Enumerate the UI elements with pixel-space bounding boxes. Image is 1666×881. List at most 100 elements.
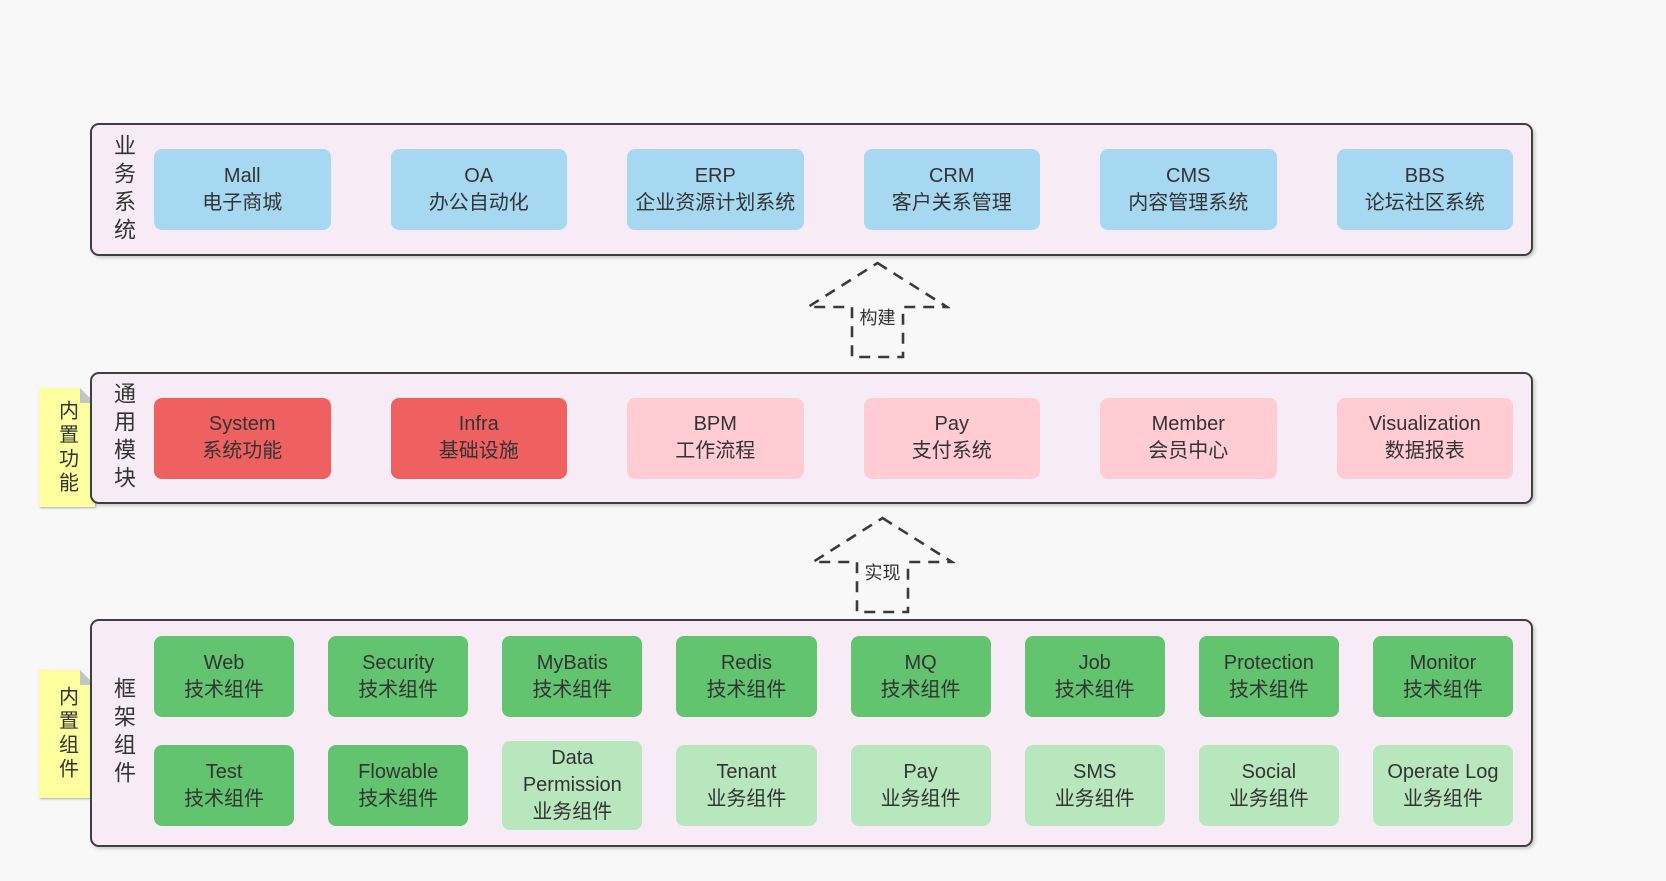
box-components-protection: Protection 技术组件 (1198, 636, 1339, 717)
module-desc: 论坛社区系统 (1364, 191, 1485, 214)
module-desc: 技术组件 (358, 678, 439, 701)
module-name: CRM (928, 164, 975, 187)
module-name: ERP (694, 164, 736, 187)
box-components-web: Web 技术组件 (154, 636, 295, 717)
module-desc: 技术组件 (880, 678, 961, 701)
box-components-flowable: Flowable 技术组件 (328, 745, 469, 826)
box-components-mybatis: MyBatis 技术组件 (502, 636, 643, 717)
module-desc: 技术组件 (184, 787, 265, 810)
module-name: System (208, 413, 276, 435)
module-desc: 业务组件 (880, 787, 961, 810)
module-name: Pay (903, 760, 938, 783)
box-business-cms: CMS 内容管理系统 (1100, 149, 1277, 230)
module-desc: 业务组件 (1402, 787, 1483, 810)
module-desc: 数据报表 (1384, 440, 1465, 462)
build-arrow: 构建 (805, 260, 950, 360)
box-modules-member: Member 会员中心 (1100, 397, 1277, 479)
module-name: Flowable (358, 760, 439, 783)
module-name: BPM (693, 413, 737, 435)
box-components-social: Social 业务组件 (1198, 745, 1339, 826)
modules-panel-title: 通用模块 (111, 382, 136, 494)
box-components-tenant: Tenant 业务组件 (676, 745, 817, 826)
module-name: Social (1241, 760, 1297, 783)
module-desc: 技术组件 (1402, 678, 1483, 701)
module-name: MyBatis (536, 651, 608, 674)
module-name: Redis (720, 651, 772, 674)
module-name: CMS (1166, 164, 1211, 187)
module-name: Visualization (1368, 413, 1481, 435)
box-components-pay: Pay 业务组件 (850, 745, 991, 826)
module-name: Protection (1223, 651, 1314, 674)
module-desc: 支付系统 (911, 440, 992, 462)
business-systems-panel: 业务系统 Mall 电子商城 OA 办公自动化 ERP 企业资源计划系统 CRM… (90, 123, 1533, 256)
business-boxes-row: Mall 电子商城 OA 办公自动化 ERP 企业资源计划系统 CRM 客户关系… (154, 149, 1531, 230)
module-name: Tenant (716, 760, 777, 783)
build-arrow-shape (805, 261, 950, 359)
box-components-redis: Redis 技术组件 (676, 636, 817, 717)
module-desc: 企业资源计划系统 (635, 191, 796, 214)
box-business-crm: CRM 客户关系管理 (863, 149, 1040, 230)
box-business-oa: OA 办公自动化 (390, 149, 567, 230)
module-desc: 系统功能 (202, 440, 283, 462)
module-desc: 业务组件 (532, 801, 613, 823)
box-components-monitor: Monitor 技术组件 (1372, 636, 1513, 717)
box-components-data-permission: Data Permission 业务组件 (502, 741, 643, 830)
box-modules-infra: Infra 基础设施 (390, 397, 567, 479)
module-name: Operate Log (1387, 760, 1499, 783)
builtin-components-sticky: 内置组件 (39, 670, 95, 798)
builtin-components-sticky-label: 内置组件 (55, 686, 78, 782)
implement-arrow-shape (810, 516, 955, 614)
module-desc: 技术组件 (184, 678, 265, 701)
framework-components-panel: 框架组件 Web 技术组件 Security 技术组件 MyBatis 技术组件… (90, 619, 1533, 847)
box-components-security: Security 技术组件 (328, 636, 469, 717)
module-name: Security (362, 651, 435, 674)
builtin-features-sticky: 内置功能 (39, 388, 95, 507)
module-name: Test (205, 760, 243, 783)
module-name: Pay (934, 413, 969, 435)
module-name: Web (203, 651, 245, 674)
components-panel-title: 框架组件 (111, 677, 136, 789)
box-components-job: Job 技术组件 (1024, 636, 1165, 717)
box-components-test: Test 技术组件 (154, 745, 295, 826)
module-name: Monitor (1409, 651, 1477, 674)
module-name: MQ (904, 651, 937, 674)
build-arrow-label: 构建 (856, 304, 899, 330)
box-components-operate-log: Operate Log 业务组件 (1372, 745, 1513, 826)
module-desc: 业务组件 (1228, 787, 1309, 810)
box-components-mq: MQ 技术组件 (850, 636, 991, 717)
module-desc: 会员中心 (1148, 440, 1229, 462)
box-components-sms: SMS 业务组件 (1024, 745, 1165, 826)
module-desc: 工作流程 (675, 440, 756, 462)
implement-arrow-label: 实现 (861, 559, 904, 585)
module-name: OA (464, 164, 494, 187)
module-name: Infra (458, 413, 499, 435)
module-desc: 技术组件 (706, 678, 787, 701)
module-desc: 基础设施 (438, 440, 519, 462)
module-desc: 办公自动化 (428, 191, 529, 214)
implement-arrow: 实现 (810, 515, 955, 615)
module-desc: 技术组件 (1054, 678, 1135, 701)
box-modules-visualization: Visualization 数据报表 (1336, 397, 1513, 479)
module-name: Job (1078, 651, 1111, 674)
module-desc: 内容管理系统 (1128, 191, 1249, 214)
module-desc: 业务组件 (1054, 787, 1135, 810)
module-desc: 技术组件 (358, 787, 439, 810)
box-business-erp: ERP 企业资源计划系统 (627, 149, 804, 230)
builtin-features-sticky-label: 内置功能 (55, 399, 78, 496)
module-desc: 电子商城 (202, 191, 283, 214)
box-modules-system: System 系统功能 (154, 397, 331, 479)
components-boxes-grid: Web 技术组件 Security 技术组件 MyBatis 技术组件 Redi… (154, 636, 1531, 830)
module-desc: 业务组件 (706, 787, 787, 810)
box-business-mall: Mall 电子商城 (154, 149, 331, 230)
business-panel-title: 业务系统 (111, 133, 136, 246)
module-desc: 技术组件 (1228, 678, 1309, 701)
module-desc: 客户关系管理 (891, 191, 1012, 214)
box-business-bbs: BBS 论坛社区系统 (1336, 149, 1513, 230)
module-name: Mall (223, 164, 261, 187)
modules-boxes-row: System 系统功能 Infra 基础设施 BPM 工作流程 Pay 支付系统… (154, 397, 1531, 479)
common-modules-panel: 通用模块 System 系统功能 Infra 基础设施 BPM 工作流程 Pay… (90, 372, 1533, 504)
box-modules-bpm: BPM 工作流程 (627, 397, 804, 479)
module-name: SMS (1073, 760, 1117, 783)
module-name: Member (1151, 413, 1225, 435)
module-desc: 技术组件 (532, 678, 613, 701)
